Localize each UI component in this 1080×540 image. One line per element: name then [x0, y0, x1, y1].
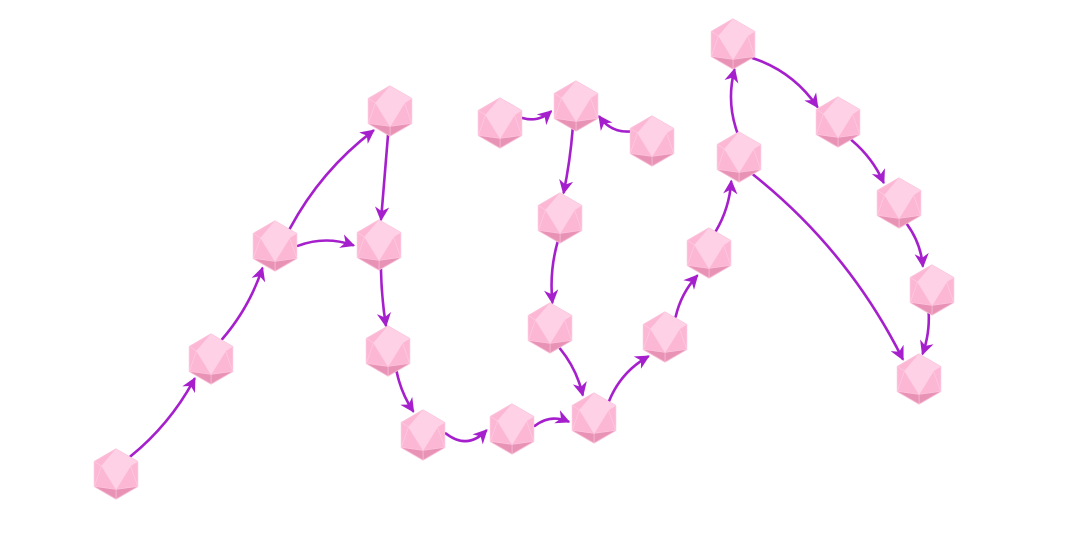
- edge-layer: [129, 56, 934, 458]
- edge-arrow: [598, 115, 633, 133]
- icosahedron-icon: [629, 115, 675, 167]
- edge-arrow: [905, 223, 929, 268]
- edge-arrow: [752, 173, 904, 361]
- icosahedron-icon: [642, 311, 688, 363]
- edge-arrow: [374, 132, 390, 222]
- edge-arrow: [533, 410, 571, 428]
- edge-arrow: [558, 347, 587, 397]
- edge-arrow: [444, 429, 488, 445]
- icosahedron-icon: [400, 409, 446, 461]
- icosahedron-icon: [553, 80, 599, 132]
- edge-arrow: [288, 129, 375, 230]
- edge-arrow: [724, 67, 740, 136]
- icosahedron-icon: [367, 85, 413, 137]
- edge-arrow: [544, 239, 560, 305]
- icosahedron-icon: [686, 227, 732, 279]
- icosahedron-icon: [489, 403, 535, 455]
- edge-arrow: [607, 355, 650, 402]
- edge-arrow: [221, 266, 266, 341]
- icosahedron-icon: [815, 96, 861, 148]
- icosahedron-icon: [710, 18, 756, 70]
- edge-arrow: [850, 139, 885, 185]
- edge-arrow: [129, 377, 196, 458]
- icosahedron-icon: [356, 219, 402, 271]
- icosahedron-icon: [477, 97, 523, 149]
- icosahedron-icon: [527, 302, 573, 354]
- edge-arrow: [521, 110, 553, 126]
- icosahedron-icon: [252, 220, 298, 272]
- icosahedron-icon: [571, 392, 617, 444]
- edge-arrow: [296, 234, 356, 248]
- icosahedron-icon: [876, 177, 922, 229]
- icosahedron-icon: [537, 192, 583, 244]
- icosahedron-icon: [716, 131, 762, 183]
- edge-arrow: [750, 56, 819, 109]
- icosahedron-icon: [909, 264, 955, 316]
- edge-arrow: [559, 127, 574, 195]
- edge-arrow: [376, 266, 392, 328]
- icosahedron-icon: [365, 325, 411, 377]
- edge-arrow: [920, 311, 934, 356]
- icosahedron-icon: [93, 448, 139, 500]
- edge-arrow: [714, 179, 738, 233]
- icosahedron-icon: [896, 353, 942, 405]
- icosahedron-icon: [188, 333, 234, 385]
- edge-arrow: [674, 274, 699, 318]
- edge-arrow: [395, 370, 415, 413]
- node-layer: [93, 18, 955, 500]
